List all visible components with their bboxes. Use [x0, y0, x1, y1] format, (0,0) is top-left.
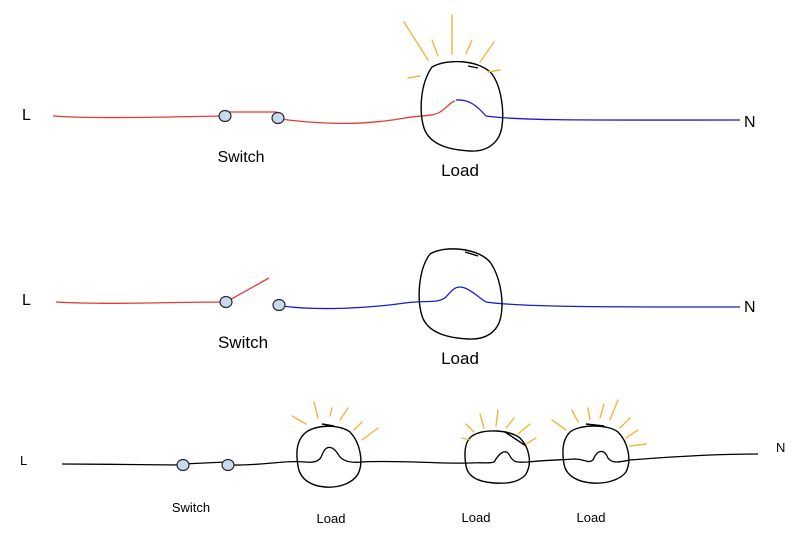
circuit-series: L N Switch Load [20, 399, 785, 526]
live-wire [52, 115, 225, 119]
lamp-cap-stroke [464, 251, 479, 257]
switch-blade [182, 461, 227, 465]
switch-blade-open [225, 277, 270, 303]
switch-terminal-left [218, 109, 232, 123]
switch-label: Switch [218, 333, 268, 352]
load-label-3: Load [577, 510, 606, 525]
lamp-bulb-3 [562, 425, 630, 484]
live-label: L [20, 453, 27, 468]
lamp-bulb-2 [464, 430, 531, 484]
switch-terminal-left [176, 458, 190, 472]
load-label: Load [441, 161, 479, 180]
circuit-closed: L N Switch Load [22, 14, 756, 180]
lamp-cap-stroke [321, 423, 335, 427]
load-label: Load [441, 349, 479, 368]
series-wire [61, 463, 181, 466]
series-wire [229, 446, 759, 466]
switch-terminal-right [271, 111, 285, 125]
neutral-wire [455, 99, 741, 121]
light-rays [291, 401, 379, 441]
switch-terminal-right [272, 298, 286, 312]
lamp-cap-stroke [467, 65, 479, 69]
lamp-bulb [418, 248, 503, 340]
lamp-bulb-1 [296, 425, 362, 488]
switch-label: Switch [172, 500, 210, 515]
live-wire [55, 301, 225, 304]
neutral-label: N [744, 299, 756, 316]
switch-terminal-right [221, 458, 235, 472]
neutral-label: N [744, 114, 756, 131]
switch-label: Switch [217, 149, 264, 166]
live-label: L [22, 107, 31, 124]
light-rays [551, 399, 647, 447]
lamp-bulb [420, 60, 504, 152]
neutral-wire [281, 286, 741, 310]
switch-terminal-left [219, 295, 233, 309]
circuit-open: L N Switch Load [22, 248, 756, 368]
lamp-cap-stroke [504, 431, 527, 447]
live-wire-to-load [279, 100, 456, 125]
neutral-label: N [776, 440, 785, 455]
lamp-cap-stroke [585, 423, 605, 427]
light-rays [403, 14, 501, 79]
load-label-1: Load [317, 511, 346, 526]
live-label: L [22, 292, 31, 309]
load-label-2: Load [462, 510, 491, 525]
light-rays [461, 409, 537, 445]
